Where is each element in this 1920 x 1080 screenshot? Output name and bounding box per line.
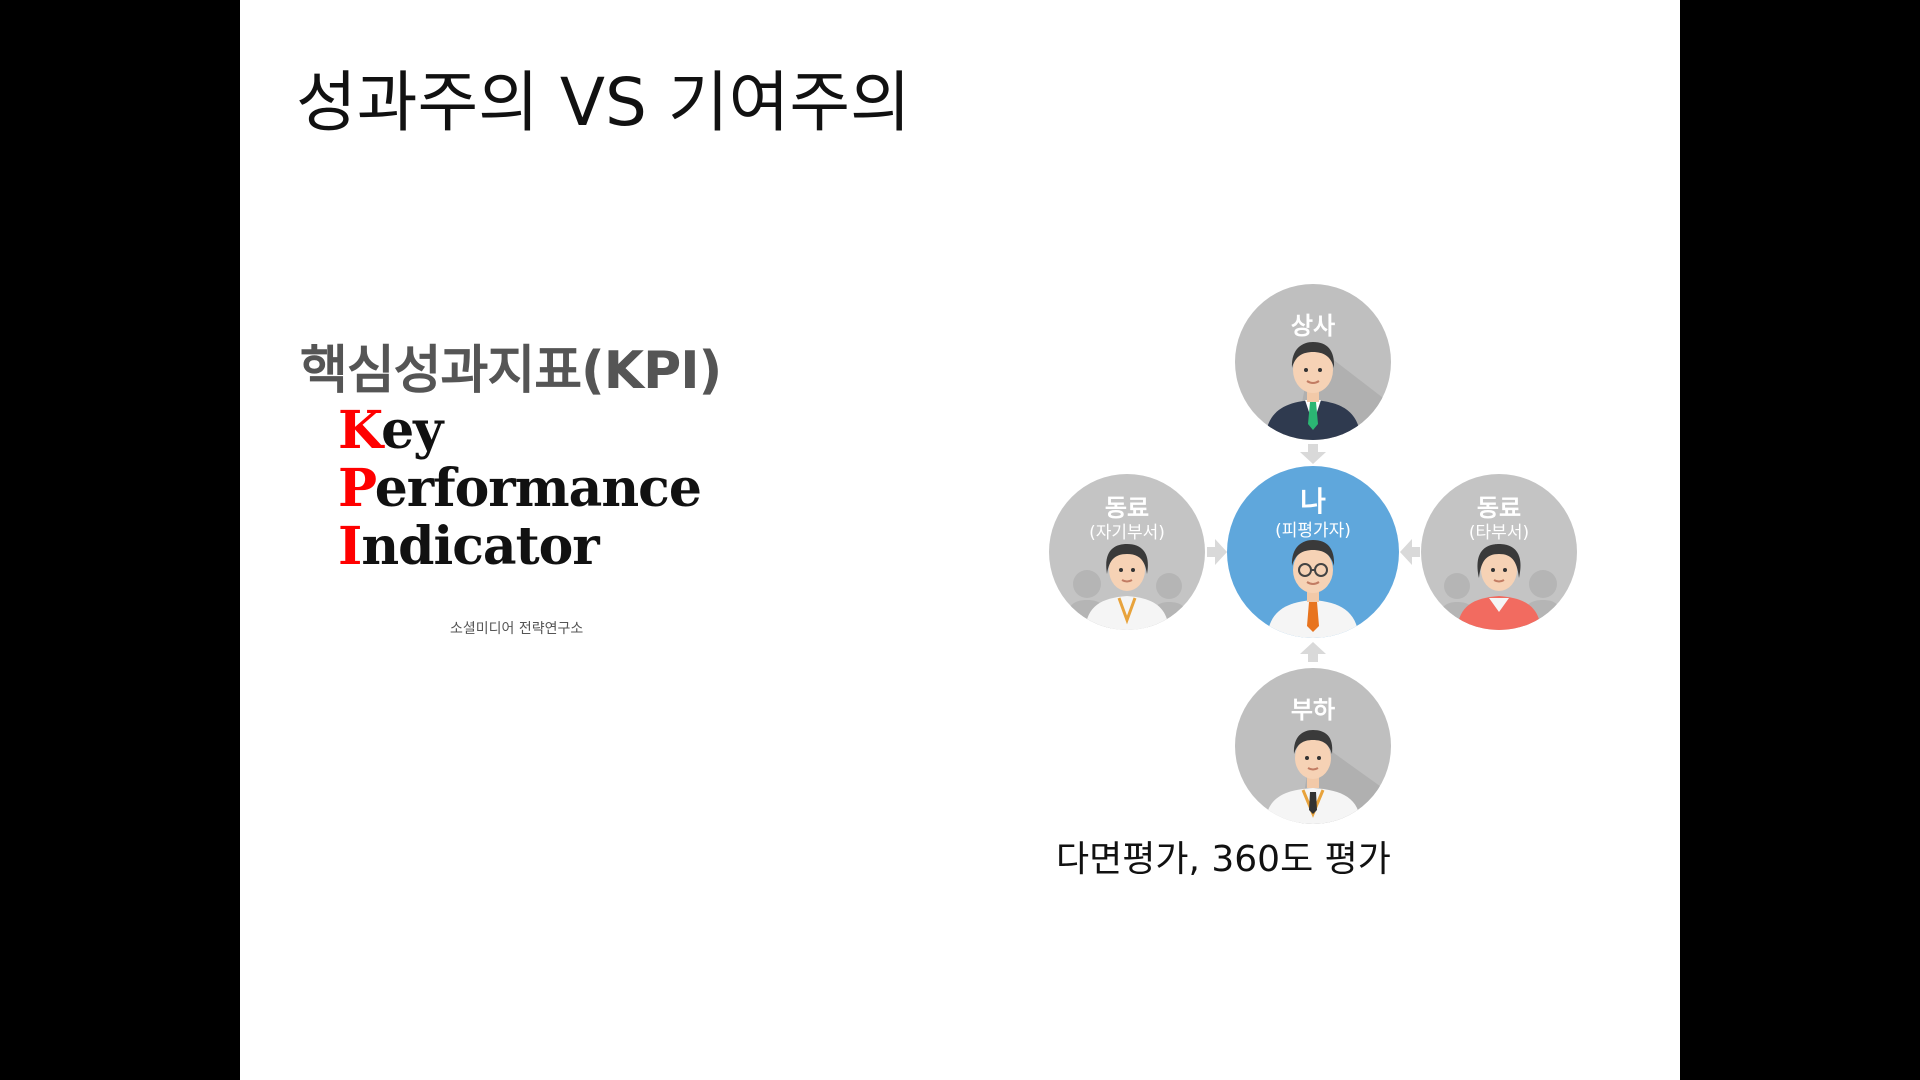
kpi-initial-p: P <box>338 458 376 519</box>
node-peer-other-dept: 동료 (타부서) <box>1421 474 1577 630</box>
kpi-heading: 핵심성과지표(KPI) <box>300 341 722 401</box>
subordinate-figure-icon <box>1265 730 1391 824</box>
node-peer-own-dept: 동료 (자기부서) <box>1049 474 1205 630</box>
kpi-word-indicator: ndicator <box>361 516 599 577</box>
self-figure-icon <box>1267 540 1359 638</box>
node-self-sub: (피평가자) <box>1275 521 1351 541</box>
kpi-graphic: 핵심성과지표(KPI) Key Performance Indicator 소셜… <box>300 320 820 660</box>
evaluation-diagram: 상사 동료 (자기부서) <box>1020 280 1580 840</box>
evaluation-caption: 다면평가, 360도 평가 <box>1056 839 1391 880</box>
slide-title: 성과주의 VS 기여주의 <box>296 64 911 141</box>
kpi-source: 소셜미디어 전략연구소 <box>450 621 584 637</box>
arrow-down-icon <box>1300 444 1326 464</box>
slide: 성과주의 VS 기여주의 핵심성과지표(KPI) Key Performance… <box>240 0 1680 1080</box>
node-boss: 상사 <box>1235 284 1391 440</box>
kpi-line-indicator: Indicator <box>338 518 701 576</box>
node-subordinate-label: 부하 <box>1290 696 1336 724</box>
node-peer-other-dept-sub: (타부서) <box>1468 523 1530 543</box>
arrow-up-icon <box>1300 642 1326 662</box>
peer-other-figure-icon <box>1435 544 1565 630</box>
arrow-left-icon <box>1400 539 1420 565</box>
node-boss-label: 상사 <box>1290 312 1336 340</box>
node-peer-other-dept-label: 동료 <box>1476 494 1522 522</box>
node-peer-own-dept-label: 동료 <box>1104 494 1150 522</box>
node-subordinate: 부하 <box>1235 668 1391 824</box>
node-self-label: 나 <box>1300 485 1326 518</box>
kpi-line-performance: Performance <box>338 458 702 519</box>
node-peer-own-dept-sub: (자기부서) <box>1089 523 1165 543</box>
kpi-initial-i: I <box>338 516 362 577</box>
node-self: 나 (피평가자) <box>1227 466 1399 638</box>
peer-woman-figure-icon <box>1063 544 1191 630</box>
boss-figure-icon <box>1265 342 1391 440</box>
kpi-word-key: ey <box>381 400 443 461</box>
kpi-initial-k: K <box>338 400 382 461</box>
kpi-acronym: Key Performance Indicator <box>338 402 702 576</box>
arrow-right-icon <box>1207 539 1227 565</box>
kpi-word-performance: erformance <box>374 458 702 519</box>
kpi-line-key: Key <box>338 402 701 460</box>
